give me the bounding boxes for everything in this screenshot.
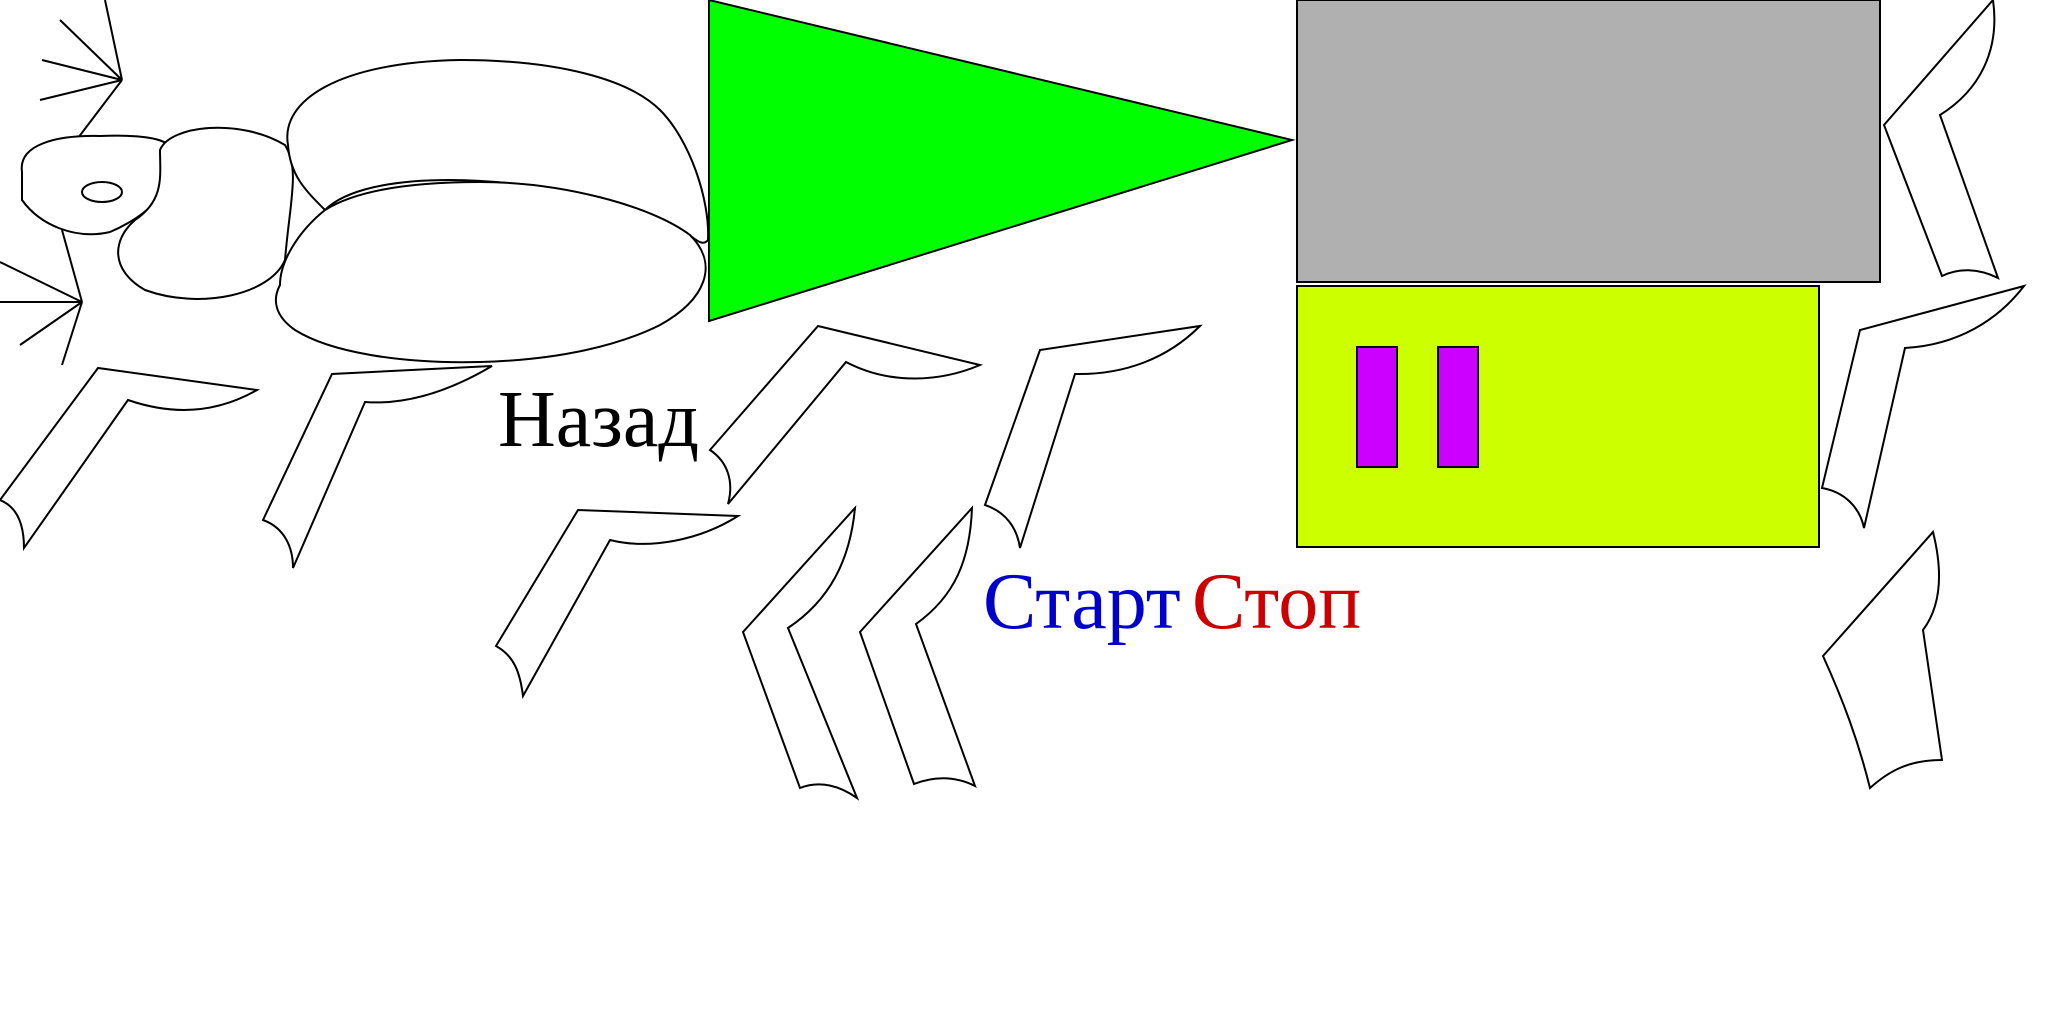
leg-shape (741, 505, 860, 801)
stop-label[interactable]: Стоп (1192, 558, 1362, 646)
leg-shape (1882, 0, 2000, 281)
pause-button[interactable] (1296, 285, 1820, 548)
insect-shell-lower (274, 180, 707, 364)
antenna-line (61, 229, 83, 303)
start-label[interactable]: Старт (983, 558, 1181, 646)
leg-shape (708, 324, 984, 505)
antenna-line (39, 79, 123, 101)
insect-shell-upper (286, 58, 710, 244)
insect-outline-icon (0, 0, 710, 366)
antenna-line (77, 79, 123, 139)
gray-panel (1296, 0, 1881, 283)
leg-shape (983, 324, 1203, 549)
antenna-line (0, 261, 83, 303)
antenna-line (41, 59, 123, 81)
leg-shape (494, 508, 742, 700)
pause-bar-left (1356, 346, 1398, 468)
insect-thorax (117, 126, 294, 300)
play-triangle-icon[interactable] (708, 0, 1296, 323)
insect-eye (81, 181, 123, 203)
antenna-line (59, 19, 123, 81)
leg-shape (1820, 284, 2027, 529)
leg-shape (0, 366, 261, 552)
antenna-line (104, 0, 123, 81)
leg-shape (1821, 529, 1944, 790)
back-label[interactable]: Назад (498, 376, 700, 464)
leg-shape (858, 505, 977, 789)
leg-shapes (0, 0, 2027, 801)
pause-bar-right (1437, 346, 1479, 468)
antenna-line (19, 301, 83, 346)
antenna-line (61, 301, 83, 366)
leg-shape (261, 365, 493, 569)
